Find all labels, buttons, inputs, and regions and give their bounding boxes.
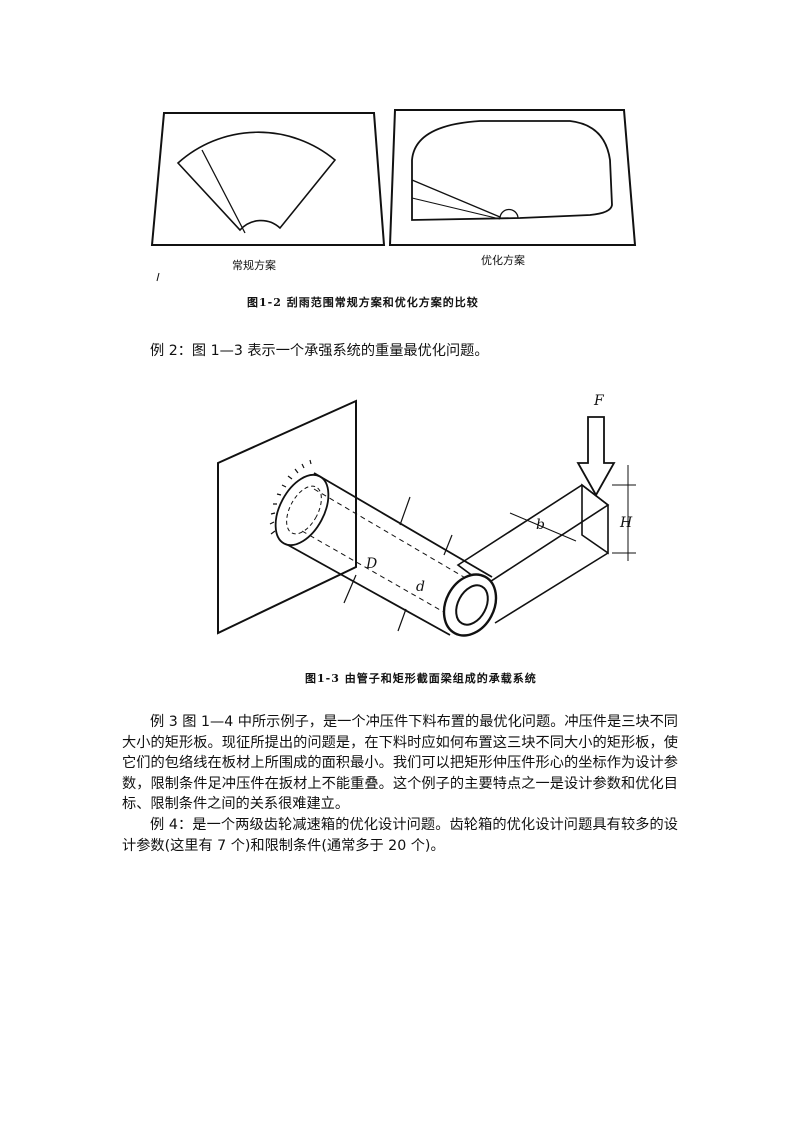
wiper-arm-optimized: [411, 179, 501, 218]
label-H: H: [619, 515, 633, 531]
label-F: F: [593, 393, 605, 409]
label-D: D: [365, 556, 377, 572]
windshield-optimized: [388, 109, 637, 246]
wiper-sector-conventional: [176, 131, 337, 232]
force-arrow: [576, 416, 616, 497]
figure-1-3-drawing: F H D d b: [217, 393, 636, 637]
wiper-pivot-optimized: [499, 208, 519, 220]
figure-1-2-drawing: [150, 109, 637, 282]
weld-hatching: [269, 459, 312, 535]
label-b: b: [536, 517, 545, 533]
figure-1-2-caption: 图1-2 刮雨范围常规方案和优化方案的比较: [247, 296, 479, 309]
example-2-text: 例 2：图 1—3 表示一个承强系统的重量最优化问题。: [150, 343, 489, 359]
tube-bottom-edge: [287, 544, 451, 636]
tube-front-end: [442, 573, 498, 637]
example-4-paragraph: 例 4：是一个两级齿轮减速箱的优化设计问题。齿轮箱的优化设计问题具有较多的设计参…: [122, 817, 678, 854]
dim-D-lower: [343, 574, 357, 604]
stray-mark: [156, 272, 160, 282]
windshield-conventional: [150, 112, 386, 246]
dim-D-upper: [399, 496, 411, 526]
dim-d-upper: [443, 534, 453, 556]
figure-1-3-caption: 图1-3 由管子和矩形截面梁组成的承载系统: [305, 672, 537, 685]
tube-top-edge: [313, 472, 493, 578]
wiper-arm-optimized-2: [411, 197, 501, 220]
beam-bottom-edge: [494, 552, 609, 624]
dim-d-lower: [397, 608, 407, 632]
tube-inner-dashed-top: [313, 488, 475, 584]
example-3-paragraph: 例 3 图 1—4 中所示例子，是一个冲压件下料布置的最优化问题。冲压件是三块不…: [122, 714, 678, 813]
wiper-arm-conventional: [201, 149, 246, 234]
tube-base-inner: [286, 485, 322, 535]
wiper-sweep-optimized: [411, 120, 613, 221]
wall-plate: [217, 399, 357, 635]
tube-inner-dashed-bottom: [301, 530, 457, 620]
label-d: d: [416, 579, 425, 595]
figure-1-2-left-label: 常规方案: [232, 259, 276, 272]
tube-front-inner: [455, 584, 489, 626]
tube-base-end: [274, 473, 330, 547]
figure-1-2-right-label: 优化方案: [481, 254, 525, 267]
dim-b-line: [509, 512, 577, 542]
